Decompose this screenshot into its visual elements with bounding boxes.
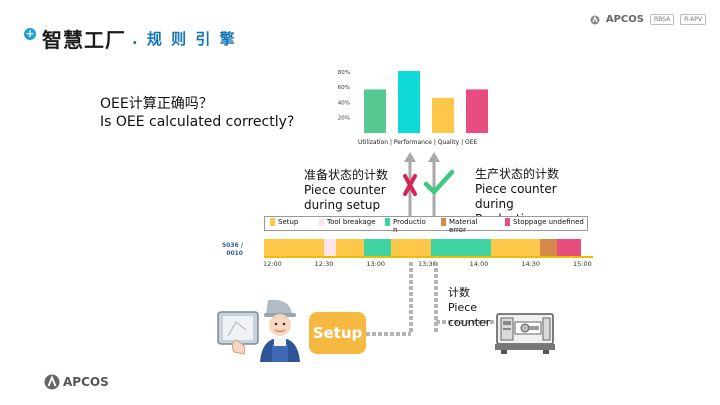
check-icon — [423, 169, 455, 195]
apcos-logo-icon — [590, 15, 600, 24]
legend-swatch — [441, 218, 446, 226]
title-subtitle: . 规 则 引 擎 — [132, 30, 237, 48]
timeline-segment-setup — [336, 239, 364, 256]
signal-connectors — [366, 262, 495, 336]
legend-swatch — [505, 218, 510, 226]
validation-arrows — [403, 152, 455, 220]
time-tick-label: 13:30 — [418, 260, 437, 268]
y-tick-label: 60% — [338, 85, 350, 91]
legend-swatch — [270, 218, 275, 226]
title-main: 智慧工厂 — [42, 28, 126, 52]
timeline-segment-setup — [391, 239, 432, 256]
bar-utilization — [364, 89, 386, 133]
time-tick-label: 15:00 — [573, 260, 592, 268]
time-tick-label: 14:00 — [469, 260, 489, 268]
bar-oee — [466, 89, 488, 133]
up-arrow-left-icon — [404, 152, 416, 220]
timeline-axis — [264, 256, 593, 258]
machine-id: 5036 / 0010 — [222, 242, 243, 257]
brand-name: APCOS — [605, 14, 644, 25]
timeline-segment-stoppage-undefined — [556, 239, 581, 256]
state-timeline — [264, 239, 593, 256]
bar-performance — [398, 71, 420, 133]
legend-item-setup: Setup — [270, 218, 298, 226]
legend-item-material-error: Material error — [441, 218, 477, 234]
y-tick-label: 80% — [338, 70, 350, 76]
timeline-segment-material-error — [539, 239, 557, 256]
timeline-segment-production — [431, 239, 492, 256]
legend-item-production: Productio n — [385, 218, 426, 234]
time-tick-label: 13:00 — [366, 260, 386, 268]
footer-brand: APCOS — [44, 374, 109, 390]
legend-item-stoppage-undefined: Stoppage undefined — [505, 218, 584, 226]
timeline-segment-setup — [491, 239, 540, 256]
brand-tag-1: RBSA — [649, 14, 675, 25]
footer-brand-name: APCOS — [63, 375, 109, 389]
question-en: Is OEE calculated correctly? — [100, 114, 295, 130]
time-tick-label: 12:30 — [314, 260, 334, 268]
piece-counter-label: 计数 Piece counter — [448, 286, 491, 329]
brand-tag-2: R-APV — [680, 14, 706, 25]
cross-icon — [403, 174, 417, 196]
question-zh: OEE计算正确吗？ — [100, 96, 213, 112]
question-block: OEE计算正确吗？ Is OEE calculated correctly? — [100, 95, 294, 131]
setup-state-box: Setup — [309, 312, 366, 354]
setup-counter-label: 准备状态的计数 Piece counter during setup — [304, 168, 389, 212]
time-tick-label: 14:30 — [521, 260, 541, 268]
legend-swatch — [385, 218, 390, 226]
timeline-segment-tool-breakage — [324, 239, 337, 256]
oee-bar-chart: 20% 40% 60% 80% Utilization | Performance | … — [338, 70, 488, 146]
slide-title: + 智慧工厂 . 规 则 引 擎 — [24, 24, 237, 53]
plus-circle-icon: + — [24, 26, 36, 40]
chart-caption: Utilization | Performance | Quality | OE… — [358, 139, 478, 146]
timeline-segment-production — [363, 239, 392, 256]
header-brand: APCOS RBSA R-APV — [590, 14, 706, 25]
y-tick-label: 40% — [338, 100, 350, 106]
y-tick-label: 20% — [338, 116, 350, 122]
time-tick-label: 12:00 — [263, 260, 282, 268]
cnc-lathe-icon — [495, 313, 555, 354]
timeline-segment-setup — [264, 239, 325, 256]
legend-swatch — [319, 218, 324, 226]
state-legend: Setup Tool breakage Productio n Material… — [264, 216, 588, 234]
apcos-logo-icon — [44, 374, 60, 390]
operator-with-tablet-icon — [217, 300, 300, 362]
legend-item-tool-breakage: Tool breakage — [319, 218, 376, 226]
bar-quality — [432, 97, 454, 133]
